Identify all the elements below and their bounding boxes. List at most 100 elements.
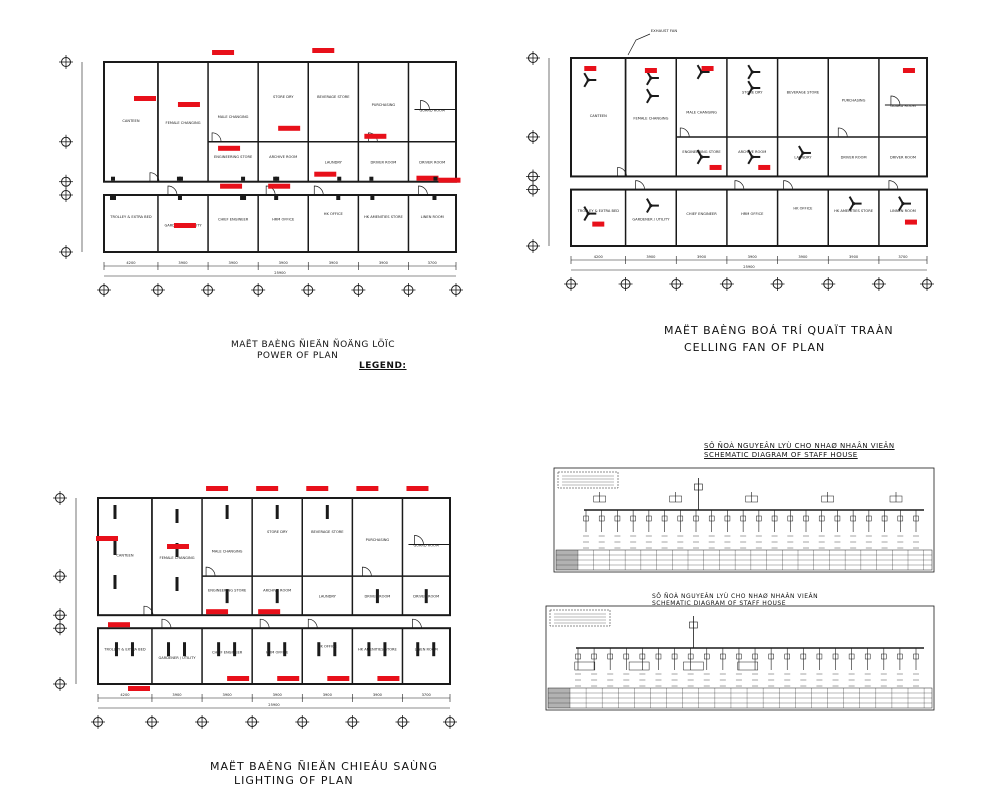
circuit-tag — [268, 183, 291, 189]
branch-breaker — [575, 653, 581, 660]
room-label: DRIVER ROOM — [841, 156, 867, 160]
ceiling-fan-hub — [851, 202, 856, 206]
circuit-tag — [758, 164, 771, 170]
room-label: STORE DRY — [273, 95, 294, 99]
schematic-title-block — [549, 609, 611, 627]
ceiling-fan-hub — [699, 70, 704, 74]
circuit-tag — [206, 609, 229, 615]
branch-breaker — [803, 515, 809, 522]
ceiling-fan-hub — [750, 86, 754, 90]
circuit-tag — [278, 125, 301, 131]
door-swing — [149, 172, 160, 182]
light-fixture — [183, 642, 187, 657]
room-label: STORE DRY — [742, 91, 763, 95]
leader-line — [627, 33, 651, 56]
door-swing — [888, 180, 899, 190]
room-label: GUARD ROOM — [413, 543, 439, 547]
building-upper-block — [97, 497, 451, 617]
ceiling-fan-hub — [699, 155, 704, 159]
circuit-tag — [258, 609, 281, 615]
fan-plan-title-vn: MAËT BAÈNG BOÁ TRÍ QUAÏT TRAÀN — [664, 324, 894, 337]
branch-breaker — [677, 515, 684, 522]
dimension-value: 3900 — [379, 261, 389, 265]
room-label: TROLLEY & EXTRA BED — [577, 209, 620, 213]
circuit-tag — [356, 486, 379, 491]
socket-outlet — [241, 176, 246, 181]
circuit-tag — [134, 96, 156, 101]
dimension-value: 4200 — [120, 693, 130, 697]
circuit-tag — [438, 177, 461, 183]
door-swing — [259, 618, 270, 629]
building-lower-block — [97, 627, 451, 686]
room-label: FEMALE CHANGING — [633, 117, 668, 121]
room-label: ARCHIVE ROOM — [269, 155, 297, 159]
sub-panel — [593, 495, 606, 503]
room-label: DRIVER ROOM — [419, 161, 445, 165]
circuit-tag — [128, 686, 150, 691]
light-fixture — [416, 642, 420, 657]
branch-breaker — [708, 515, 715, 522]
socket-outlet — [432, 196, 437, 200]
power-plan-title-vn: MAËT BAÈNG ÑIEÄN ÑOÄNG LÖÏC — [231, 340, 395, 350]
door-swing — [420, 100, 430, 110]
room-label: GUARD ROOM — [890, 104, 916, 108]
branch-breaker — [913, 653, 919, 660]
socket-outlet — [370, 196, 375, 200]
dimension-value: 3900 — [646, 255, 656, 259]
branch-breaker — [756, 515, 762, 522]
room-label: LAUNDRY — [319, 595, 337, 599]
branch-breaker — [607, 653, 613, 660]
branch-breaker — [639, 653, 646, 660]
fan-plan-title-en: CELLING FAN OF PLAN — [684, 341, 826, 354]
exhaust-fan-note: EXHAUST FAN — [651, 28, 678, 33]
light-fixture — [175, 577, 179, 591]
branch-breaker — [630, 515, 636, 522]
room-label: CHIEF ENGINEER — [212, 650, 243, 654]
branch-breaker — [787, 515, 794, 522]
branch-breaker — [736, 653, 742, 660]
branch-breaker — [832, 653, 839, 660]
branch-breaker — [693, 515, 699, 522]
socket-outlet — [178, 176, 183, 181]
room-label: BEVERAGE STORE — [317, 95, 350, 99]
sub-panel — [574, 661, 596, 671]
circuit-tag — [904, 219, 917, 225]
light-fixture — [225, 505, 229, 519]
light-fixture — [267, 642, 271, 657]
circuit-tag — [312, 48, 335, 53]
socket-outlet — [242, 196, 247, 200]
door-swing — [617, 167, 627, 177]
circuit-tag — [220, 183, 243, 189]
socket-outlet — [274, 196, 279, 200]
schematic-diagram — [545, 467, 935, 711]
dimension-total: 25900 — [743, 265, 755, 269]
building-upper-block — [103, 61, 457, 183]
circuit-tag — [364, 133, 387, 139]
branch-breaker — [720, 653, 726, 660]
room-label: HRM OFFICE — [272, 218, 295, 222]
light-fixture — [113, 505, 117, 519]
room-label: ENGINEERING STORE — [214, 155, 253, 159]
branch-breaker — [913, 515, 919, 522]
branch-breaker — [897, 515, 904, 522]
sub-panel — [745, 495, 758, 503]
schematic-title-block — [557, 471, 619, 489]
branch-breaker — [752, 653, 758, 660]
room-label: CANTEEN — [122, 119, 139, 123]
circuit-tag — [306, 486, 329, 491]
room-label: HK AMENITIES STORE — [834, 209, 874, 213]
schematic-subtitle-en: SCHEMATIC DIAGRAM OF STAFF HOUSE — [652, 600, 787, 607]
room-label: CHIEF ENGINEER — [218, 218, 249, 222]
branch-breaker — [704, 653, 710, 660]
dimension-value: 3900 — [279, 261, 289, 265]
room-label: HK AMENITIES STORE — [364, 215, 404, 219]
socket-outlet — [275, 176, 280, 181]
branch-breaker — [850, 515, 856, 522]
branch-breaker — [724, 515, 731, 522]
branch-breaker — [848, 653, 855, 660]
dimension-value: 3900 — [329, 261, 339, 265]
dimension-value: 3900 — [849, 255, 859, 259]
circuit-tag — [584, 66, 597, 71]
schematic-frame — [553, 467, 935, 573]
